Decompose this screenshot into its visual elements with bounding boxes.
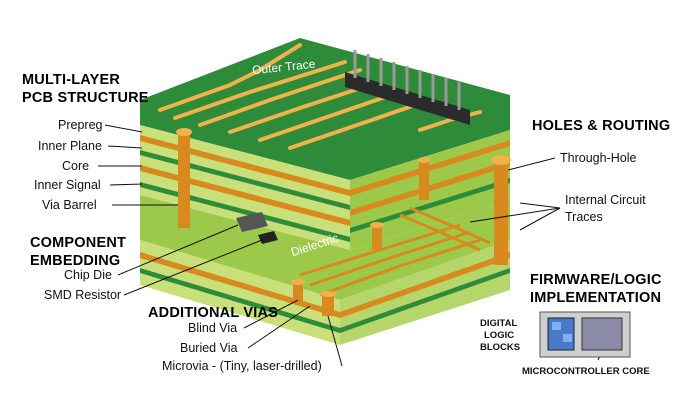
embedding-title-line2: EMBEDDING — [30, 253, 121, 269]
label-inner-plane: Inner Plane — [38, 139, 102, 153]
label-microvia: Microvia - (Tiny, laser-drilled) — [162, 359, 322, 373]
lower-step-top — [140, 195, 510, 300]
board-top-surface — [140, 38, 510, 180]
label-internal-circuit: Internal Circuit — [565, 193, 646, 207]
chip-die-shape — [236, 212, 268, 232]
smd-resistor-shape — [258, 231, 278, 244]
left-block-layers — [140, 135, 350, 242]
right-block-layers — [350, 140, 510, 233]
label-chip-die: Chip Die — [64, 268, 112, 282]
label-blocks: BLOCKS — [480, 342, 521, 353]
firmware-title-line1: FIRMWARE/LOGIC — [530, 272, 662, 288]
multilayer-title-line2: PCB STRUCTURE — [22, 90, 149, 106]
via-barrels — [176, 128, 511, 316]
label-traces: Traces — [565, 210, 603, 224]
label-digital: DIGITAL — [480, 318, 518, 329]
label-through-hole: Through-Hole — [560, 151, 637, 165]
multilayer-title-line1: MULTI-LAYER — [22, 72, 121, 88]
firmware-title-line2: IMPLEMENTATION — [530, 290, 662, 306]
label-via-barrel: Via Barrel — [42, 198, 97, 212]
embedding-title-line1: COMPONENT — [30, 235, 127, 251]
label-core: Core — [62, 159, 90, 173]
label-logic: LOGIC — [484, 330, 515, 341]
label-smd-resistor: SMD Resistor — [44, 288, 122, 302]
label-inner-signal: Inner Signal — [34, 178, 101, 192]
lower-step-front — [140, 240, 340, 345]
lower-step-right — [340, 240, 510, 345]
label-blind-via: Blind Via — [188, 321, 238, 335]
label-buried-via: Buried Via — [180, 341, 238, 355]
leader-lines — [98, 124, 609, 367]
holes-routing-title: HOLES & ROUTING — [532, 118, 671, 134]
microcontroller-chip — [539, 311, 631, 358]
pin-header-connector — [345, 50, 470, 125]
label-microcontroller-core: MICROCONTROLLER CORE — [522, 366, 650, 377]
left-block-front — [140, 125, 350, 250]
additional-vias-title: ADDITIONAL VIAS — [148, 305, 279, 321]
label-prepreg: Prepreg — [58, 118, 103, 132]
